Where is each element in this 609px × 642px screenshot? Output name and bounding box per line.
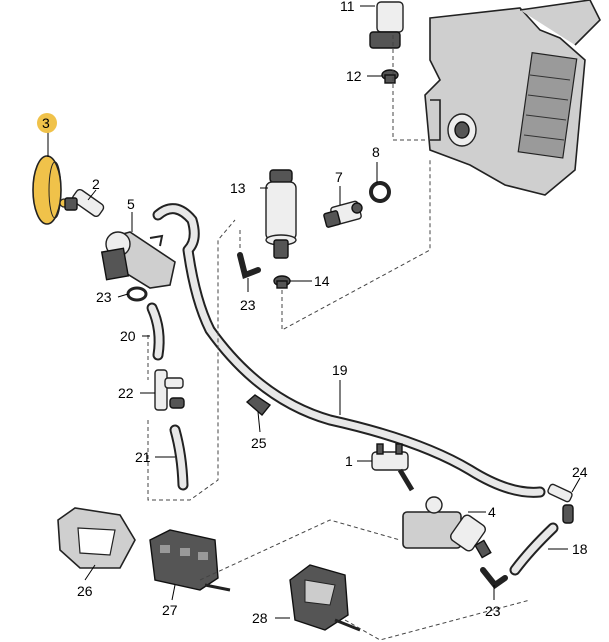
- label-23-middle[interactable]: 23: [240, 297, 256, 313]
- label-26[interactable]: 26: [77, 583, 93, 599]
- label-18[interactable]: 18: [572, 541, 588, 557]
- label-2[interactable]: 2: [92, 176, 100, 192]
- sensor-7: [323, 200, 363, 228]
- label-27[interactable]: 27: [162, 602, 178, 618]
- t-piece-22: [154, 369, 185, 411]
- grommet-14: [273, 275, 291, 289]
- grommet-12: [381, 69, 399, 84]
- label-23-bottom[interactable]: 23: [485, 603, 501, 619]
- reservoir: [424, 0, 601, 196]
- label-11[interactable]: 11: [340, 0, 355, 14]
- ref-line-14: [281, 160, 431, 331]
- label-23-left[interactable]: 23: [96, 289, 112, 305]
- label-19[interactable]: 19: [332, 362, 348, 378]
- nozzle-2: [64, 188, 105, 218]
- label-8[interactable]: 8: [372, 144, 380, 160]
- leader-lines: [47, 5, 581, 619]
- label-20[interactable]: 20: [120, 328, 136, 344]
- clamp-23-bottom: [480, 567, 508, 590]
- cover-cap-3: [32, 155, 69, 225]
- label-22[interactable]: 22: [118, 385, 134, 401]
- label-25[interactable]: 25: [251, 435, 267, 451]
- label-12[interactable]: 12: [346, 68, 362, 84]
- pump-4: [402, 496, 492, 559]
- telescopic-cylinder-5: [100, 231, 176, 289]
- elbow-connector: [237, 252, 261, 280]
- hose-19: [152, 203, 546, 498]
- clamp-23-left: [126, 286, 148, 302]
- label-14[interactable]: 14: [314, 273, 330, 289]
- label-28[interactable]: 28: [252, 610, 268, 626]
- label-5[interactable]: 5: [127, 196, 135, 212]
- pump-11: [369, 1, 404, 49]
- ref-line-20-21: [147, 219, 236, 501]
- label-3-highlight: [37, 113, 57, 133]
- label-3[interactable]: 3: [42, 115, 50, 131]
- label-24[interactable]: 24: [572, 464, 588, 480]
- label-1[interactable]: 1: [345, 453, 353, 469]
- pump-13: [265, 169, 297, 259]
- seal-ring-8: [369, 181, 391, 203]
- label-13[interactable]: 13: [230, 180, 246, 196]
- bracket-28: [289, 564, 361, 632]
- clip-25: [245, 394, 272, 417]
- connector-1: [371, 443, 415, 492]
- ref-line-reservoir: [392, 35, 425, 141]
- bracket-27: [149, 529, 231, 592]
- ref-line-bottom: [199, 519, 531, 641]
- label-7[interactable]: 7: [335, 169, 343, 185]
- bracket-26: [57, 507, 136, 569]
- connector-24: [547, 483, 574, 524]
- label-21[interactable]: 21: [135, 449, 151, 465]
- label-4[interactable]: 4: [488, 504, 496, 520]
